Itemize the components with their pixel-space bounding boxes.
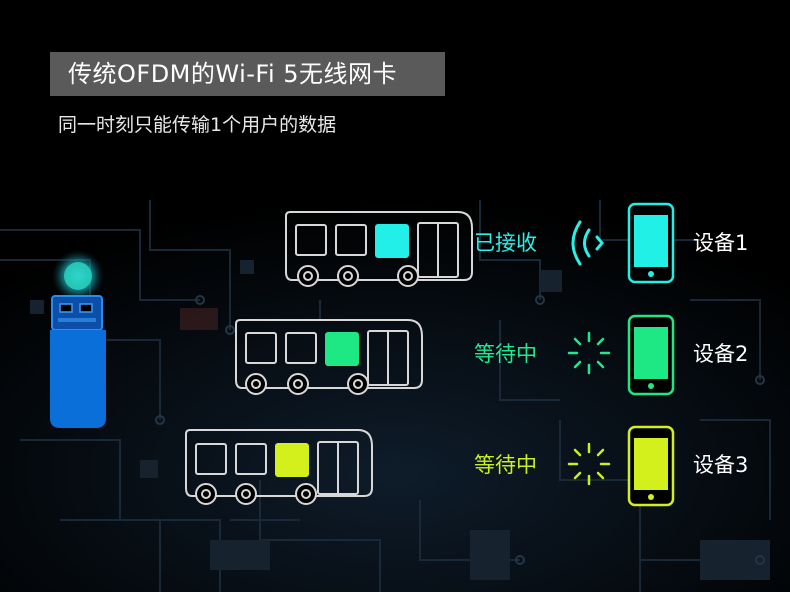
bus-1	[285, 211, 473, 287]
usb-wifi-adapter	[50, 250, 106, 428]
wifi-signal-icon	[571, 220, 604, 266]
phone-device-2-icon	[627, 314, 675, 396]
loading-spinner-icon	[567, 331, 611, 375]
device-label-1: 设备1	[693, 231, 749, 255]
phone-device-3-icon	[627, 425, 675, 507]
status-label-1: 已接收	[474, 231, 537, 255]
status-label-3: 等待中	[474, 453, 537, 477]
device-label-2: 设备2	[693, 342, 749, 366]
page-subtitle: 同一时刻只能传输1个用户的数据	[58, 114, 337, 136]
phone-device-1-icon	[627, 202, 675, 284]
bus-3	[185, 429, 373, 505]
device-label-3: 设备3	[693, 453, 749, 477]
bus-2	[235, 319, 423, 395]
page-title: 传统OFDM的Wi-Fi 5无线网卡	[68, 60, 398, 88]
loading-spinner-icon	[567, 442, 611, 486]
status-label-2: 等待中	[474, 342, 537, 366]
title-banner	[50, 52, 445, 96]
